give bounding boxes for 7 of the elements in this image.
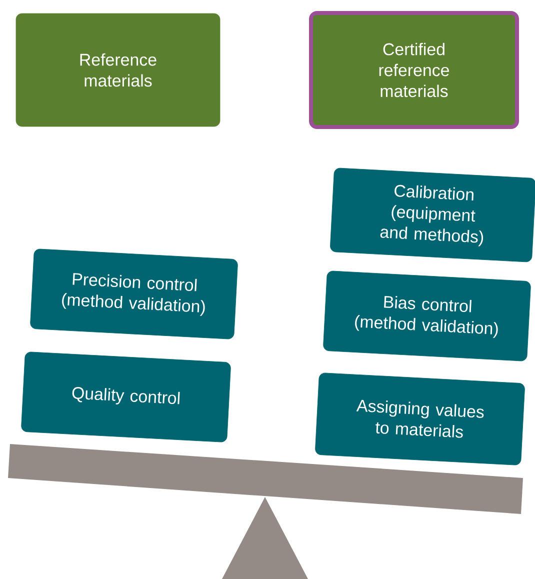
reference-box: Reference materials (16, 13, 220, 127)
use-box: Bias control (method validation) (323, 270, 531, 362)
reference-box: Certified reference materials (309, 11, 519, 129)
use-box: Precision control (method validation) (30, 248, 238, 340)
use-box: Calibration (equipment and methods) (330, 168, 535, 262)
use-box: Quality control (21, 352, 231, 442)
use-box: Assigning values to materials (315, 372, 525, 466)
